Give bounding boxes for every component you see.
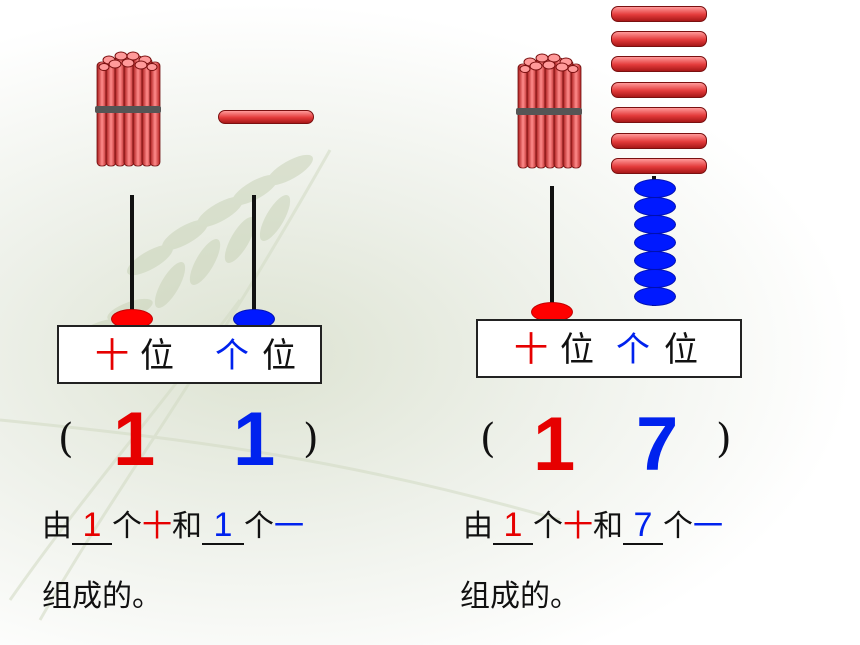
ones-label-char: 个 xyxy=(215,336,249,376)
single-stick-icon xyxy=(611,82,707,98)
close-paren: ) xyxy=(303,416,319,462)
tens-label-char: 十 xyxy=(95,336,129,376)
tens-rod xyxy=(130,195,134,317)
sentence-text: 个 xyxy=(112,509,142,544)
ones-count-blank: 1 xyxy=(202,507,244,545)
abacus-base xyxy=(57,325,322,384)
sentence-text: 个 xyxy=(663,509,693,544)
sentence-text: 由 xyxy=(463,509,493,544)
tens-word: 十 xyxy=(563,509,593,544)
tens-rod xyxy=(550,186,554,308)
ones-bead xyxy=(634,269,676,288)
single-stick-icon xyxy=(611,56,707,72)
sentence-text: 个 xyxy=(244,509,274,544)
tens-count-blank: 1 xyxy=(493,507,533,545)
tens-digit: 1 xyxy=(113,397,156,482)
sentence-text: 和 xyxy=(172,509,202,544)
close-paren: ) xyxy=(716,416,732,462)
sentence-text: 和 xyxy=(593,509,623,544)
single-stick-icon xyxy=(611,31,707,47)
ones-label-char: 位 xyxy=(664,330,698,370)
single-stick-icon xyxy=(611,107,707,123)
ones-label-char: 位 xyxy=(262,336,296,376)
tens-label-char: 十 xyxy=(514,330,548,370)
single-stick-icon xyxy=(611,133,707,149)
open-paren: ( xyxy=(480,416,496,462)
single-stick-icon xyxy=(611,6,707,22)
ones-bead xyxy=(634,251,676,270)
stick-bundle-icon xyxy=(95,51,161,167)
ones-digit: 7 xyxy=(636,402,679,487)
single-stick-icon xyxy=(218,110,314,124)
tens-label-char: 位 xyxy=(140,336,174,376)
ones-label-char: 个 xyxy=(616,330,650,370)
composition-sentence-end: 组成的。 xyxy=(42,579,162,614)
sentence-text: 由 xyxy=(42,509,72,544)
ones-word: 一 xyxy=(693,509,723,544)
stick-bundle-icon xyxy=(516,53,582,169)
ones-bead xyxy=(634,197,676,216)
tens-count-blank: 1 xyxy=(72,507,112,545)
ones-word: 一 xyxy=(274,509,304,544)
tens-word: 十 xyxy=(142,509,172,544)
open-paren: ( xyxy=(58,416,74,462)
ones-bead xyxy=(634,215,676,234)
tens-digit: 1 xyxy=(533,402,576,487)
abacus-base xyxy=(476,319,742,378)
single-stick-icon xyxy=(611,158,707,174)
composition-sentence-end: 组成的。 xyxy=(460,579,580,614)
ones-count-blank: 7 xyxy=(623,507,663,545)
ones-bead xyxy=(634,287,676,306)
ones-digit: 1 xyxy=(233,397,276,482)
ones-bead xyxy=(634,179,676,198)
ones-bead xyxy=(634,233,676,252)
sentence-text: 个 xyxy=(533,509,563,544)
tens-label-char: 位 xyxy=(560,330,594,370)
ones-rod xyxy=(252,195,256,317)
